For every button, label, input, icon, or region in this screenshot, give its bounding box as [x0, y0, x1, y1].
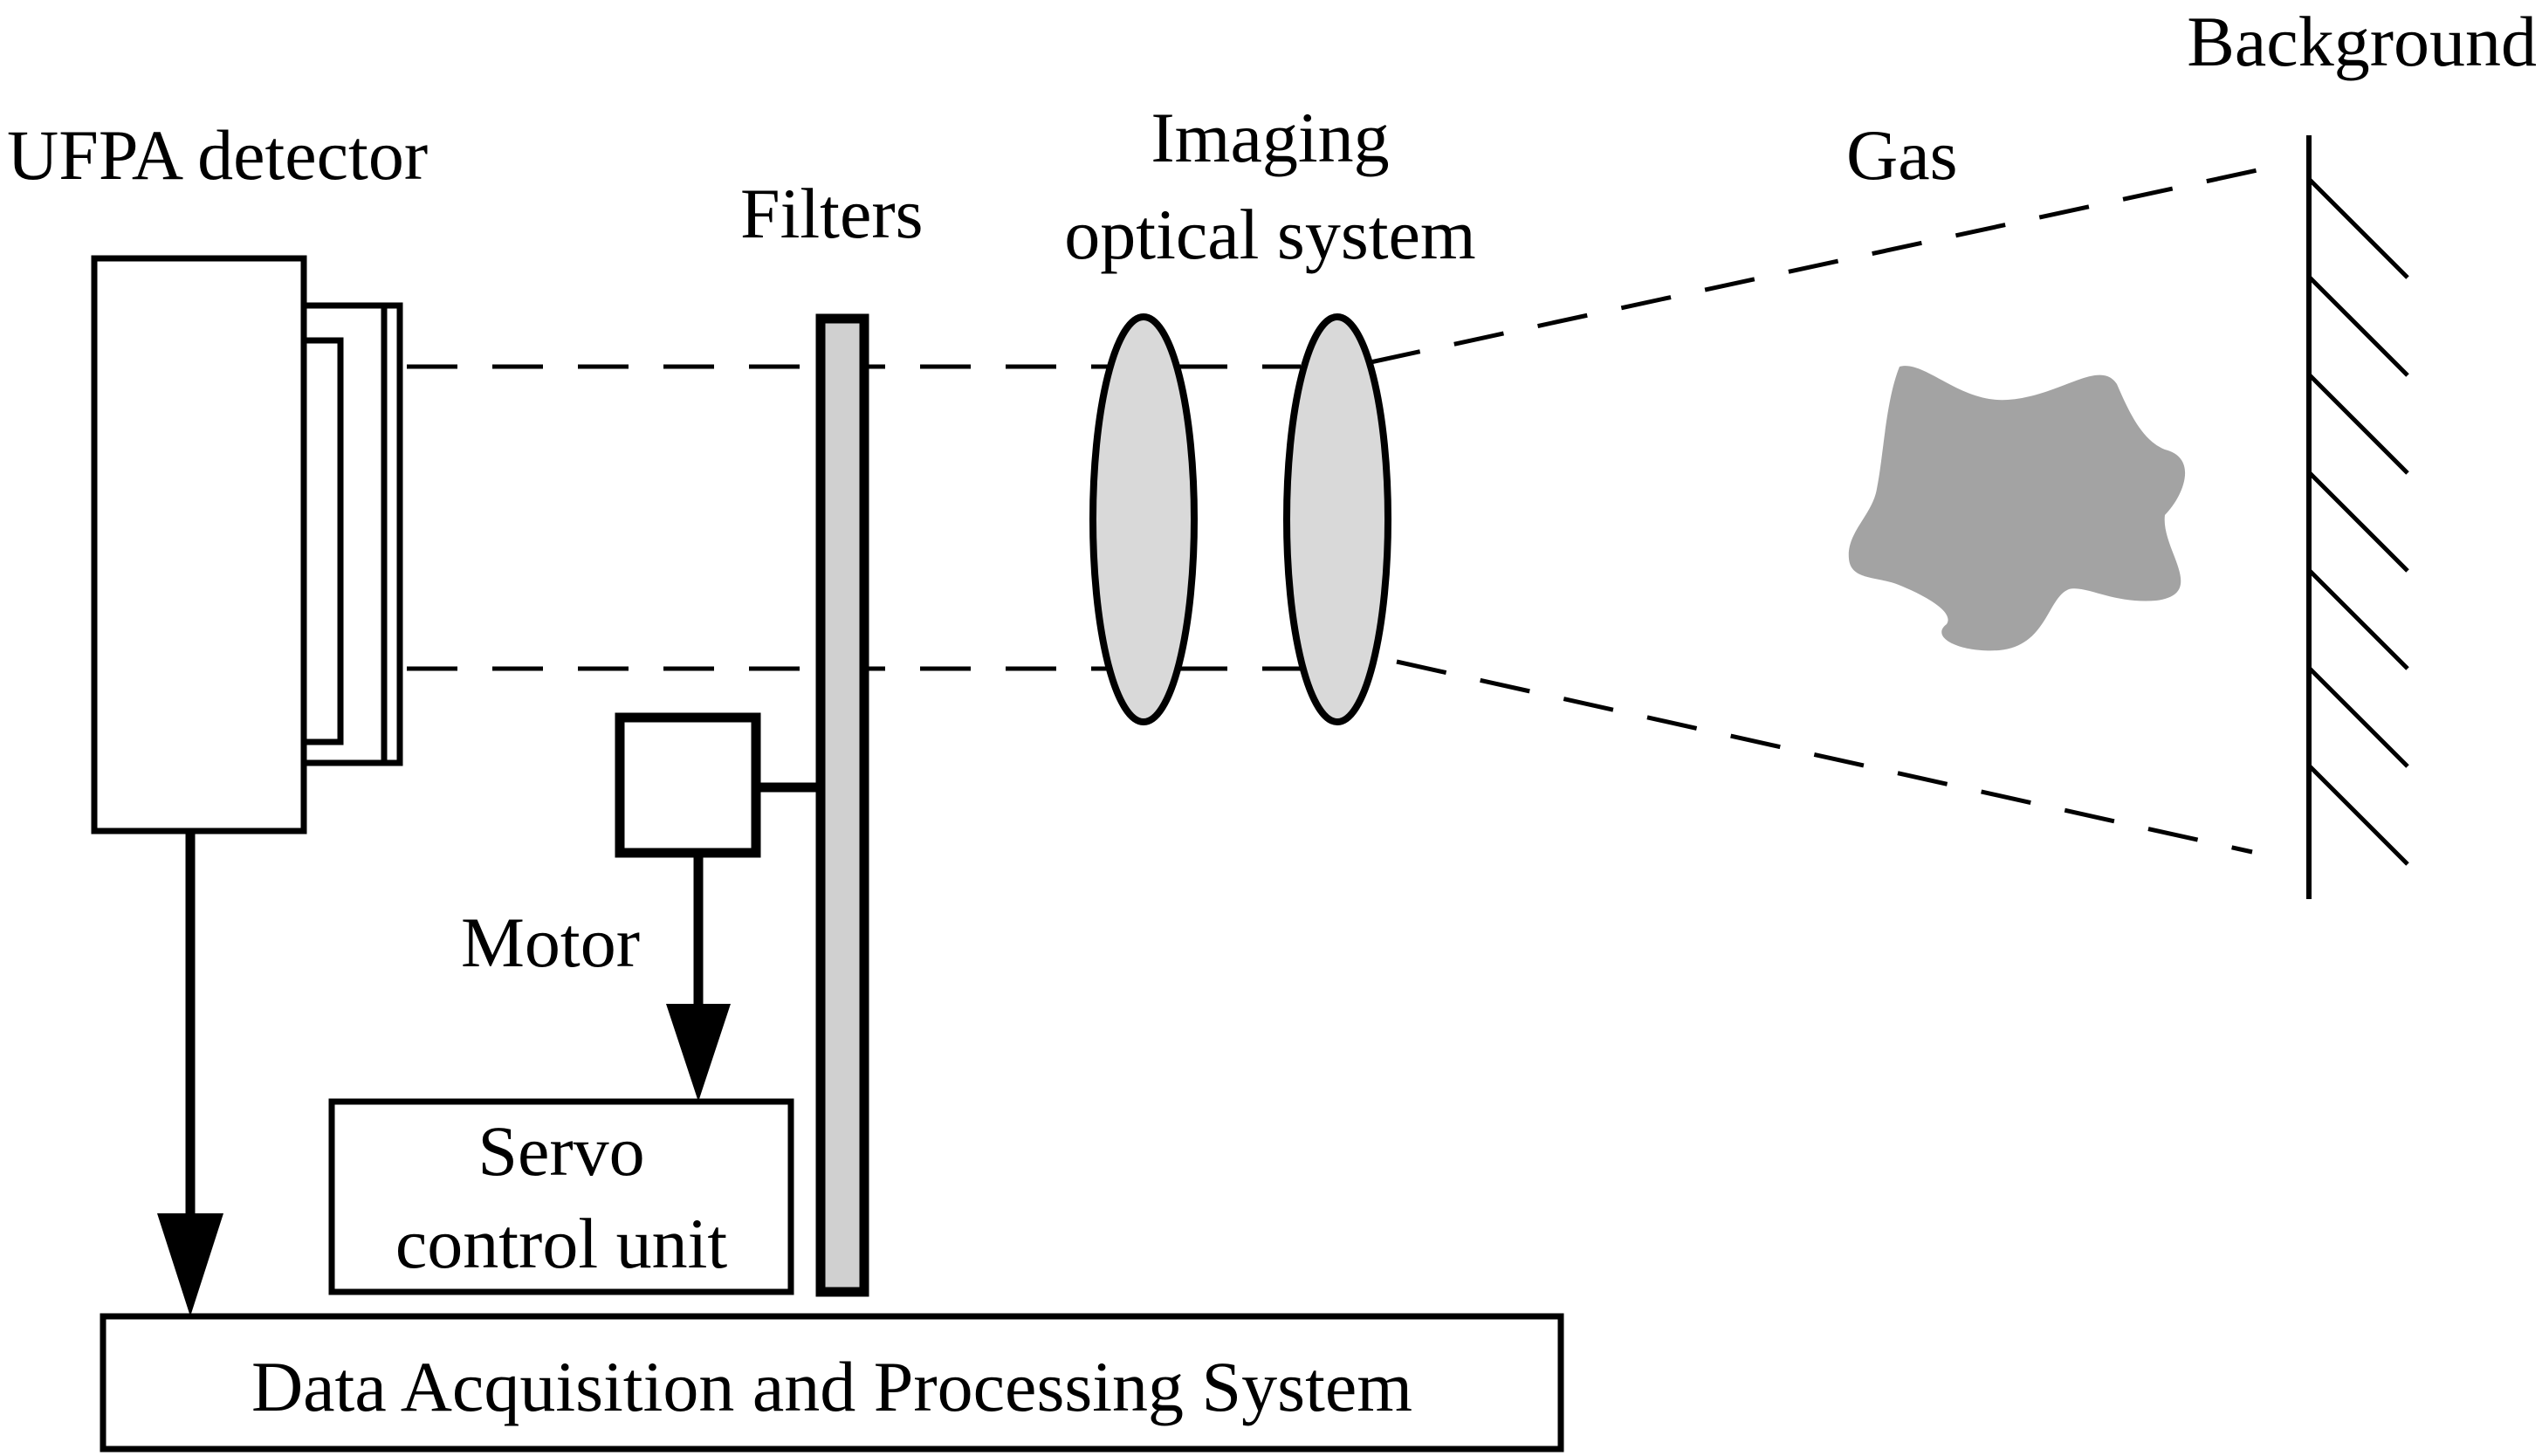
- detector-to-daq-arrowhead: [157, 1213, 223, 1316]
- optics-label-line1: Imaging: [1151, 98, 1389, 177]
- filter-bar: [815, 313, 869, 1297]
- filter-plate: [815, 313, 869, 1297]
- motor-box: [615, 712, 761, 858]
- imaging-optical-system: [1089, 313, 1391, 725]
- servo-control-unit: Servo control unit: [328, 1098, 794, 1295]
- filters-label: Filters: [740, 174, 924, 253]
- servo-box: [328, 1098, 794, 1295]
- detector-to-daq-arrow: [157, 831, 223, 1316]
- background-label: Background: [2187, 2, 2537, 81]
- detector-window-inner: [300, 337, 344, 745]
- data-acquisition-system: Data Acquisition and Processing System: [100, 1313, 1564, 1453]
- detector-body: [91, 255, 307, 834]
- gas-cloud: [1848, 366, 2186, 651]
- beam-lower-right: [1396, 659, 2253, 855]
- servo-label-line1: Servo: [477, 1111, 644, 1191]
- motor: [615, 712, 821, 1102]
- gas-label: Gas: [1846, 115, 1958, 195]
- ufpa-detector: [91, 255, 403, 834]
- background-wall: [2306, 135, 2409, 899]
- motor-label: Motor: [461, 903, 640, 982]
- gas-cloud-shape: [1848, 366, 2186, 651]
- daq-label: Data Acquisition and Processing System: [251, 1347, 1412, 1426]
- motor-to-servo-arrowhead: [666, 1004, 731, 1102]
- lens-1: [1089, 313, 1198, 725]
- beam-upper-right: [1370, 165, 2271, 365]
- daq-box: [100, 1313, 1564, 1453]
- optics-label-line2: optical system: [1064, 195, 1475, 274]
- lens-2: [1283, 313, 1391, 725]
- servo-label-line2: control unit: [395, 1204, 728, 1283]
- detector-label: UFPA detector: [7, 115, 428, 195]
